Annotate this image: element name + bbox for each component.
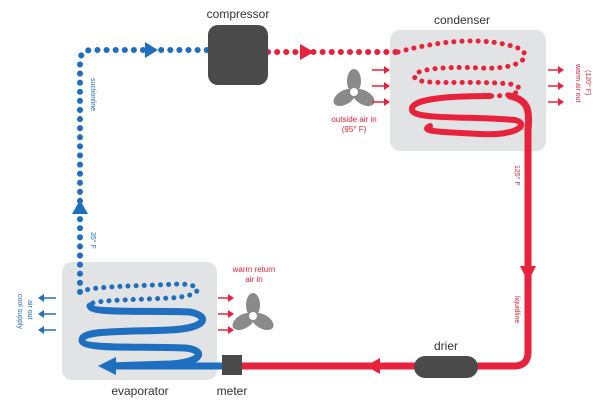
flow-arrow-icon (366, 358, 380, 374)
condenser-coil-solid (409, 93, 525, 138)
flow-arrow-icon (72, 200, 88, 214)
compressor (208, 25, 268, 85)
condenser-coil-dotted (395, 38, 528, 99)
outside-air-label: outside air in (331, 115, 376, 124)
meter (222, 355, 242, 375)
warm-air-out-label: warm air out (574, 63, 581, 103)
flow-arrow-icon (300, 44, 314, 60)
suction-line-label: suctionline (89, 78, 96, 111)
warm-return-air-arrows (218, 294, 234, 334)
compressor-label: compressor (207, 7, 270, 21)
liquid-line (236, 92, 533, 370)
cool-supply-air-arrows (38, 294, 56, 334)
warm-return-label-2: air in (245, 275, 262, 284)
meter-label: meter (217, 384, 248, 398)
condenser-label: condenser (434, 13, 490, 27)
warm-return-label: warm return (232, 265, 276, 274)
liquid-temp-label: 125° F (513, 165, 521, 186)
drier (414, 356, 478, 378)
cool-supply-label-2: air out (26, 300, 33, 320)
evaporator-coil-dotted (77, 281, 200, 309)
fan-icon (232, 293, 274, 331)
outside-air-arrows (372, 66, 390, 106)
suction-line (77, 47, 211, 295)
outside-air-temp-label: (95° F) (342, 125, 367, 134)
flow-arrow-icon (98, 357, 116, 375)
cool-supply-label: cool supply (16, 294, 23, 330)
flow-arrow-icon (145, 42, 158, 58)
warm-air-out-arrows (548, 66, 564, 106)
suction-temp-label: 35° F (89, 232, 97, 249)
fan-icon (333, 69, 375, 107)
drier-label: drier (434, 339, 458, 353)
flow-arrow-icon (520, 266, 536, 282)
warm-air-out-temp-label: (120° F) (584, 70, 592, 95)
evaporator-label: evaporator (111, 384, 168, 398)
evaporator-coil-solid (78, 302, 206, 370)
liquid-line-label: liquidline (513, 296, 520, 323)
